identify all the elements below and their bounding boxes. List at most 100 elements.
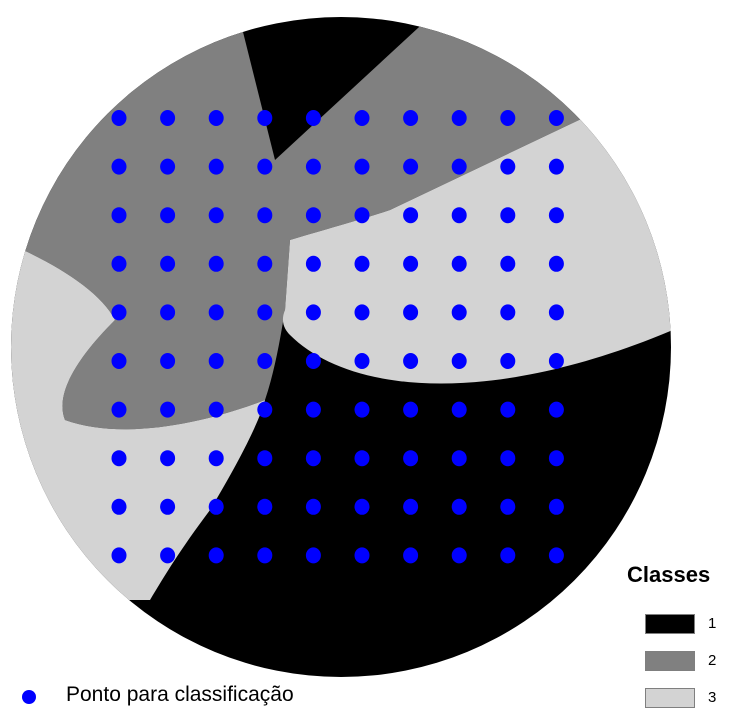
- legend-label-1: 1: [708, 615, 717, 632]
- sample-point: [208, 304, 224, 321]
- sample-point: [451, 158, 467, 175]
- sample-point: [548, 304, 564, 321]
- sample-point: [257, 304, 273, 321]
- sample-point: [451, 401, 467, 418]
- sample-point: [257, 450, 273, 467]
- legend-label-3: 3: [708, 689, 717, 706]
- legend-item-2: 2: [645, 651, 734, 673]
- legend-item-3: 3: [645, 688, 734, 710]
- sample-point: [111, 450, 127, 467]
- sample-point: [548, 207, 564, 224]
- sample-point: [548, 110, 564, 126]
- sample-point: [160, 401, 176, 418]
- sample-point: [500, 255, 516, 272]
- sample-point: [548, 353, 564, 369]
- sample-point: [160, 158, 176, 175]
- sample-point: [208, 353, 224, 369]
- sample-point: [451, 304, 467, 321]
- sample-point: [403, 110, 419, 126]
- sample-point: [208, 255, 224, 272]
- sample-point: [305, 498, 321, 515]
- sample-point: [451, 547, 467, 564]
- sample-point: [451, 207, 467, 224]
- sample-point: [160, 450, 176, 467]
- sample-point: [403, 304, 419, 321]
- sample-point: [451, 450, 467, 467]
- sample-point: [160, 207, 176, 224]
- sample-point: [160, 304, 176, 321]
- legend-swatch-1: [645, 614, 695, 634]
- sample-point: [257, 547, 273, 564]
- sample-point: [160, 547, 176, 564]
- sample-point: [305, 304, 321, 321]
- sample-point: [111, 304, 127, 321]
- sample-point: [257, 401, 273, 418]
- sample-point: [208, 401, 224, 418]
- sample-point: [160, 110, 176, 126]
- sample-point: [208, 110, 224, 126]
- sample-point: [451, 353, 467, 369]
- sample-point: [354, 450, 370, 467]
- legend-label-2: 2: [708, 652, 717, 669]
- sample-point: [354, 110, 370, 126]
- sample-point: [354, 498, 370, 515]
- point-legend-dot: [22, 690, 36, 704]
- sample-point: [451, 498, 467, 515]
- sample-point: [548, 450, 564, 467]
- sample-point: [403, 547, 419, 564]
- sample-point: [160, 498, 176, 515]
- sample-point: [305, 353, 321, 369]
- sample-point: [500, 547, 516, 564]
- sample-point: [403, 353, 419, 369]
- sample-point: [111, 353, 127, 369]
- sample-point: [403, 450, 419, 467]
- sample-point: [305, 255, 321, 272]
- sample-point: [354, 304, 370, 321]
- sample-point: [500, 353, 516, 369]
- sample-point: [305, 158, 321, 175]
- sample-point: [305, 207, 321, 224]
- sample-point: [257, 353, 273, 369]
- sample-points: [111, 110, 564, 564]
- sample-point: [354, 207, 370, 224]
- sample-point: [500, 304, 516, 321]
- class-2-region-upper: [11, 17, 600, 430]
- sample-point: [403, 401, 419, 418]
- sample-point: [208, 158, 224, 175]
- sample-point: [548, 498, 564, 515]
- sample-point: [257, 158, 273, 175]
- sample-point: [354, 547, 370, 564]
- sample-point: [111, 401, 127, 418]
- sample-point: [305, 450, 321, 467]
- sample-point: [208, 498, 224, 515]
- sample-point: [257, 110, 273, 126]
- sample-point: [208, 547, 224, 564]
- sample-point: [208, 207, 224, 224]
- sample-point: [111, 110, 127, 126]
- sample-point: [160, 353, 176, 369]
- legend-title: Classes: [627, 562, 711, 587]
- sample-point: [160, 255, 176, 272]
- sample-point: [500, 158, 516, 175]
- sample-point: [500, 450, 516, 467]
- sample-point: [500, 207, 516, 224]
- sample-point: [305, 547, 321, 564]
- sample-point: [548, 547, 564, 564]
- sample-point: [305, 110, 321, 126]
- sample-point: [500, 110, 516, 126]
- sample-point: [403, 207, 419, 224]
- sample-point: [403, 158, 419, 175]
- legend-item-1: 1: [645, 614, 734, 636]
- sample-point: [354, 353, 370, 369]
- legend-swatch-3: [645, 688, 695, 708]
- class-3-region-left: [11, 240, 265, 600]
- sample-point: [111, 498, 127, 515]
- sample-point: [354, 158, 370, 175]
- sample-point: [305, 401, 321, 418]
- sample-point: [451, 110, 467, 126]
- sample-point: [451, 255, 467, 272]
- sample-point: [354, 255, 370, 272]
- sample-point: [354, 401, 370, 418]
- sample-point: [111, 547, 127, 564]
